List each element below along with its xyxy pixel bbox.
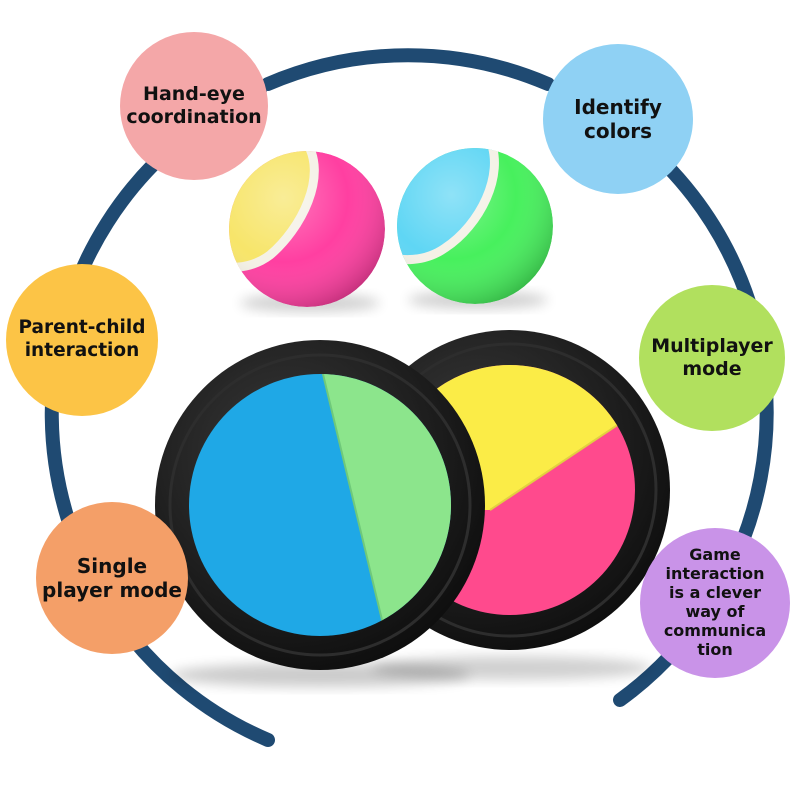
label-single-player-mode: Single player mode [42, 553, 182, 602]
ball-yellow-pink [229, 151, 385, 312]
ball-cyan-green [397, 148, 553, 309]
label-game-interaction: Game interaction is a clever way of comm… [663, 545, 767, 659]
bubble-single-player-mode: Single player mode [36, 502, 188, 654]
ring-arc-top [261, 48, 555, 91]
label-identify-colors: Identify colors [574, 94, 662, 143]
bubble-identify-colors: Identify colors [543, 44, 693, 194]
label-multiplayer-mode: Multiplayer mode [651, 334, 773, 380]
label-hand-eye-coordination: Hand-eye coordination [126, 82, 262, 128]
bubble-multiplayer-mode: Multiplayer mode [639, 285, 785, 431]
paddle-blue-green [155, 340, 485, 687]
bubble-parent-child-interaction: Parent-child interaction [6, 264, 158, 416]
bubble-game-interaction: Game interaction is a clever way of comm… [640, 528, 790, 678]
bubble-hand-eye-coordination: Hand-eye coordination [120, 32, 268, 180]
label-parent-child-interaction: Parent-child interaction [18, 317, 146, 361]
